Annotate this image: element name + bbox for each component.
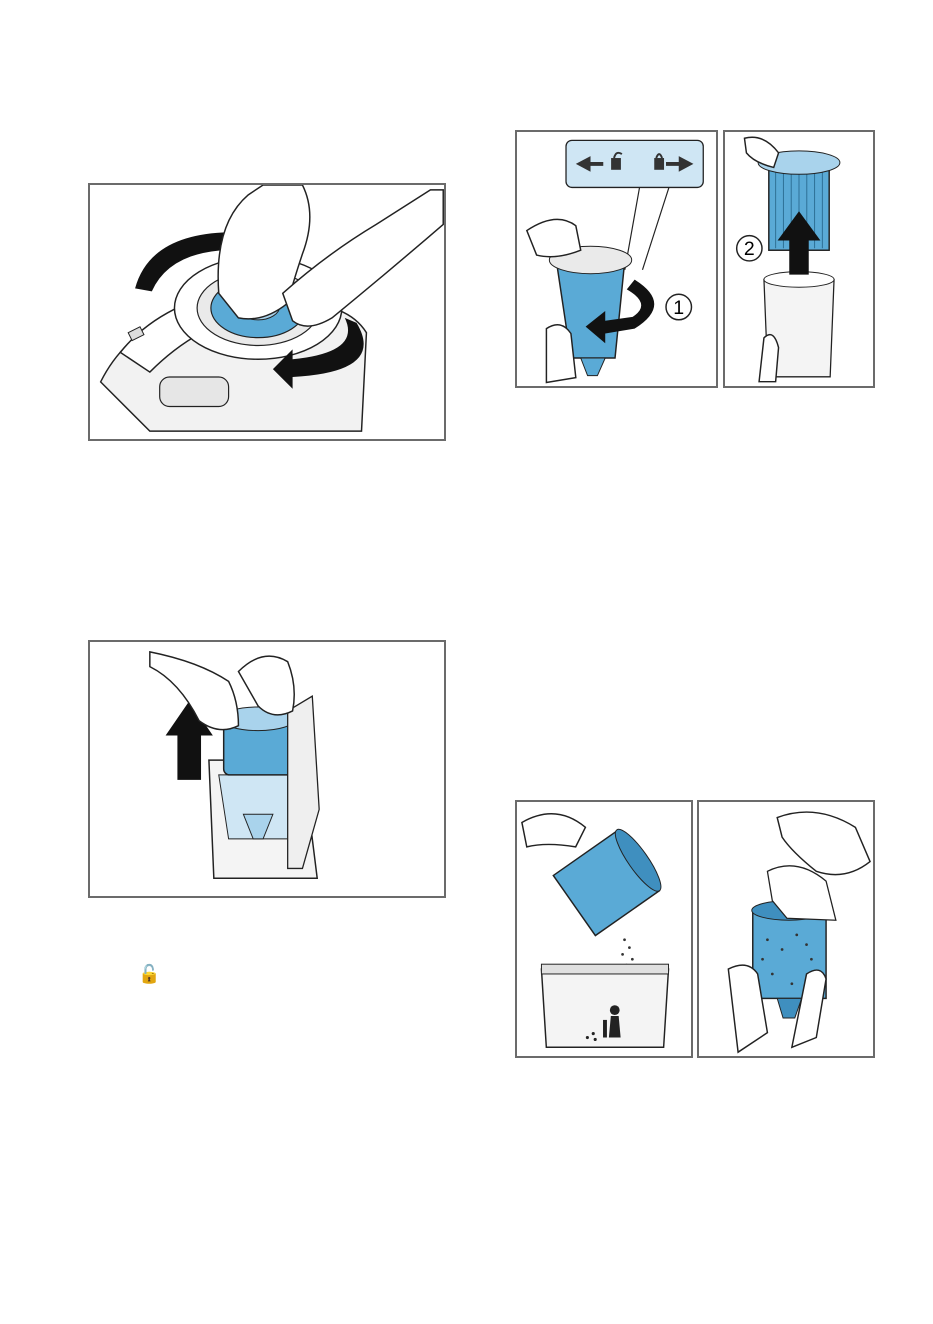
step-2-label: 2 (744, 238, 755, 260)
figure-lift-filter (88, 640, 446, 898)
twist-filter-illustration (90, 185, 444, 439)
figure-clean-filter (697, 800, 875, 1058)
pull-filter-illustration: 2 (725, 132, 873, 386)
figure-pull-filter: 2 (723, 130, 875, 388)
empty-filter-illustration (517, 802, 691, 1056)
figure-twist-filter (88, 183, 446, 441)
step-1-label: 1 (673, 297, 684, 319)
lift-filter-illustration (90, 642, 444, 896)
figure-empty-filter (515, 800, 693, 1058)
unlock-filter-illustration: 1 (517, 132, 716, 386)
unlock-icon: 🔓 (138, 966, 160, 984)
clean-filter-illustration (699, 802, 873, 1056)
figure-unlock-filter: 1 (515, 130, 718, 388)
